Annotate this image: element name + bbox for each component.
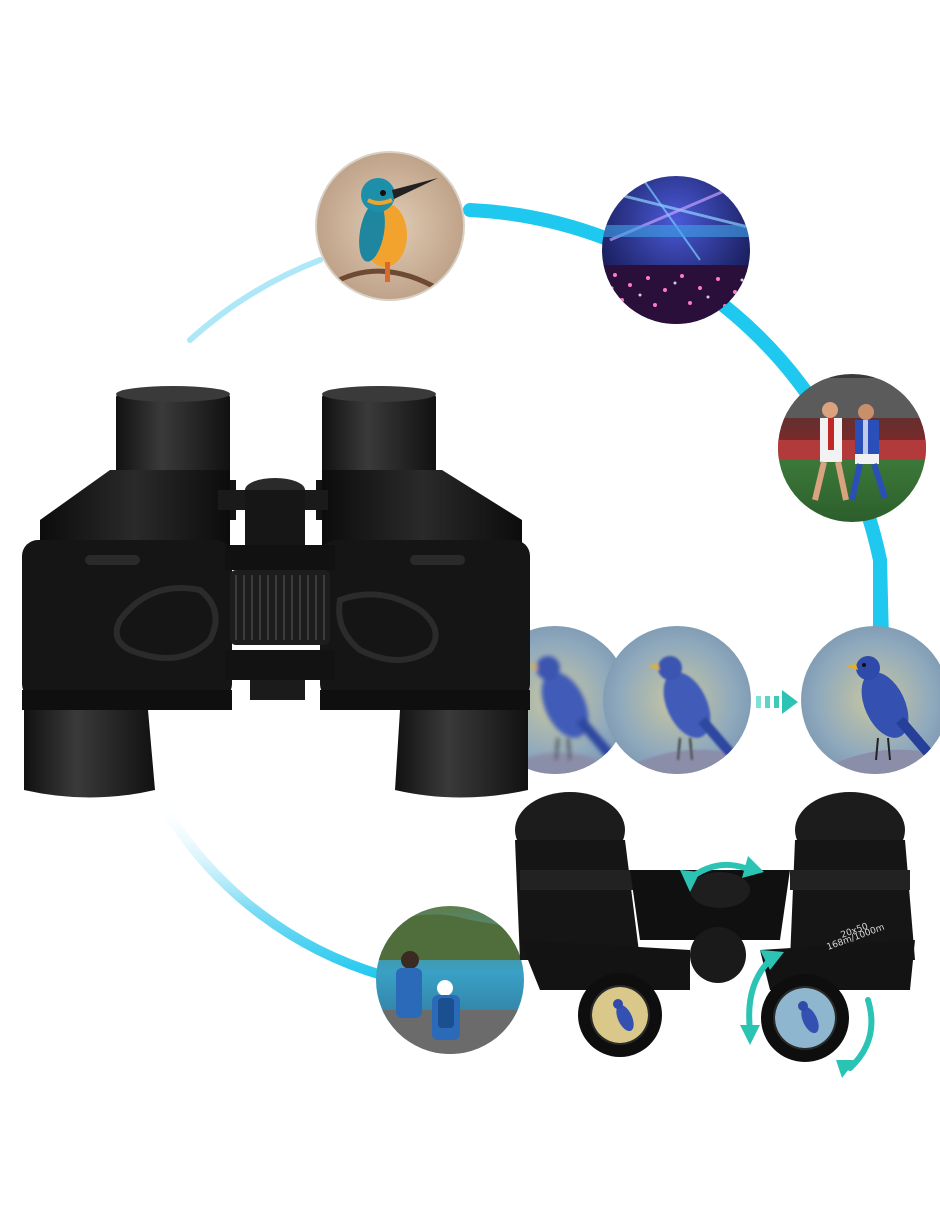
hikers-lake-photo bbox=[376, 906, 524, 1054]
arrow-right-icon bbox=[756, 690, 798, 714]
binoculars-front-view bbox=[22, 386, 530, 798]
bird-photo-sharp bbox=[801, 626, 940, 774]
football-photo bbox=[778, 374, 926, 522]
arrow-head-icon bbox=[680, 856, 856, 1078]
binoculars-rear-view: 20x50 168m/1000m bbox=[515, 792, 915, 1062]
kingfisher-photo bbox=[315, 151, 465, 301]
bird-photo-semi-blurred bbox=[603, 626, 751, 774]
